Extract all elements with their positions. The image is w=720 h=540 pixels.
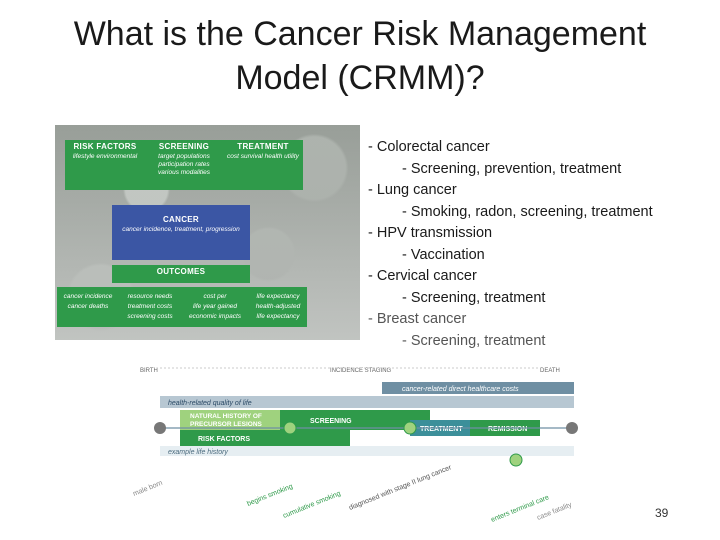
natural-history-label-2: PRECURSOR LESIONS — [190, 421, 263, 428]
cancer-costs-label: cancer-related direct healthcare costs — [402, 386, 519, 393]
outcome-cell: cost per life year gained economic impac… — [181, 290, 249, 326]
outcome-text: screening costs — [127, 313, 173, 320]
death-marker — [566, 422, 578, 434]
cancer-box: CANCER cancer incidence, treatment, prog… — [112, 205, 250, 260]
treatment-header: TREATMENT — [237, 142, 289, 151]
lifecourse-diagram: BIRTH INCIDENCE STAGING DEATH cancer-rel… — [132, 367, 578, 524]
screening-box: SCREENING target populations participati… — [145, 140, 223, 190]
risk-factors-segment — [180, 430, 350, 446]
event-begins-smoking: begins smoking — [246, 483, 294, 508]
outcome-text: health-adjusted — [255, 303, 301, 310]
hrqol-bar — [160, 396, 574, 408]
birth-marker — [154, 422, 166, 434]
outcome-text: resource needs — [127, 293, 173, 300]
treatment-label: TREATMENT — [420, 426, 463, 433]
outcome-cell: life expectancy health-adjusted life exp… — [249, 290, 307, 326]
outcome-cell: cancer incidence cancer deaths — [57, 290, 119, 326]
risk-factors-sub: lifestyle environmental — [72, 153, 138, 160]
screening-segment — [280, 410, 430, 430]
bullet-subitem: - Screening, treatment — [402, 289, 546, 306]
outcome-text: life expectancy — [256, 293, 300, 300]
outcome-text: economic impacts — [188, 313, 242, 320]
bullet-item: - HPV transmission — [368, 225, 493, 241]
natural-history-label-1: NATURAL HISTORY OF — [190, 413, 262, 420]
page-number: 39 — [655, 506, 669, 520]
hrqol-label: health-related quality of life — [168, 400, 252, 407]
bullet-item: - Colorectal cancer — [368, 139, 490, 155]
bullet-list: - Colorectal cancer - Screening, prevent… — [368, 137, 713, 352]
title-line-1: What is the Cancer Risk Management — [73, 15, 647, 53]
outcome-text: cost per — [203, 293, 227, 300]
smoking-marker — [283, 421, 297, 435]
outcomes-header-box: OUTCOMES — [112, 265, 250, 283]
event-case-fatality: case fatality — [536, 501, 573, 522]
cancer-costs-bar — [382, 382, 574, 394]
event-male-born: male born — [132, 480, 164, 498]
event-diagnosed: diagnosed with stage II lung cancer — [348, 464, 453, 512]
risk-factors-header: RISK FACTORS — [73, 142, 137, 151]
screening-header: SCREENING — [158, 142, 210, 151]
outcome-cell: resource needs treatment costs screening… — [119, 290, 181, 326]
death-label: DEATH — [540, 368, 560, 374]
bullet-subitem: - Screening, prevention, treatment — [402, 160, 622, 177]
outcome-text: life expectancy — [256, 313, 300, 320]
risk-factors-box: RISK FACTORS lifestyle environmental — [65, 140, 145, 190]
treatment-box: TREATMENT cost survival health utility — [223, 140, 303, 190]
cancer-sub: cancer incidence, treatment, progression — [122, 226, 240, 233]
incidence-staging-label: INCIDENCE STAGING — [330, 368, 392, 374]
title-line-2: Model (CRMM)? — [235, 59, 485, 97]
birth-label: BIRTH — [140, 368, 158, 374]
outcome-text: cancer incidence — [63, 293, 113, 300]
bullet-item: - Breast cancer — [368, 311, 467, 327]
treatment-sub: cost survival health utility — [227, 153, 299, 160]
page-title: What is the Cancer Risk Management Model… — [20, 12, 700, 100]
bullet-item: - Lung cancer — [368, 182, 457, 198]
remission-label: REMISSION — [488, 426, 527, 433]
diagnosis-marker — [403, 421, 417, 435]
event-cumulative-smoking: cumulative smoking — [282, 490, 342, 520]
bullet-subitem: - Screening, treatment — [402, 332, 546, 349]
bullet-subitem: - Vaccination — [402, 246, 485, 263]
screening-sub: target populations participation rates v… — [157, 153, 211, 176]
outcomes-header: OUTCOMES — [156, 267, 206, 276]
outcome-text: cancer deaths — [67, 303, 109, 310]
bullet-item: - Cervical cancer — [368, 268, 477, 284]
life-history-bar — [160, 446, 574, 456]
cancer-header: CANCER — [162, 215, 200, 224]
crmm-top-bar — [65, 140, 303, 190]
example-life-history-label: example life history — [168, 449, 228, 456]
outcome-text: life year gained — [192, 303, 238, 310]
risk-factors-label: RISK FACTORS — [198, 436, 250, 443]
outcomes-bar — [57, 287, 307, 327]
terminal-care-marker — [509, 453, 523, 467]
bullet-subitem: - Smoking, radon, screening, treatment — [402, 203, 653, 220]
screening-label: SCREENING — [310, 418, 352, 425]
outcome-text: treatment costs — [127, 303, 173, 310]
